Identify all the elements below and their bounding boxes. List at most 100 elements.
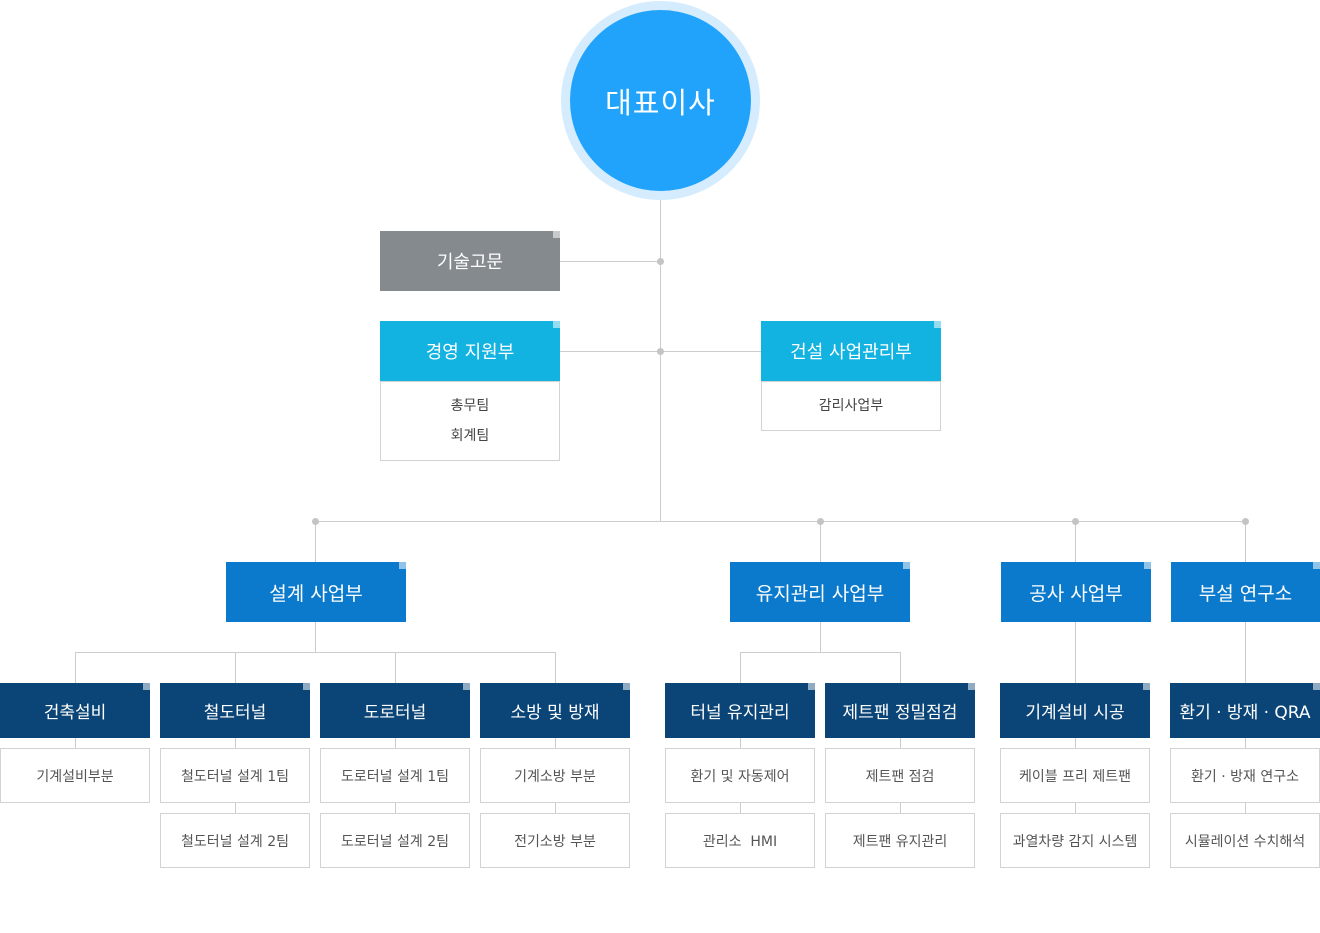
division-drop xyxy=(1245,521,1246,562)
team-item-label: 도로터널 설계 1팀 xyxy=(341,768,449,785)
item-line xyxy=(740,738,741,868)
team-item-label: 기계소방 부분 xyxy=(514,768,596,785)
branch-line xyxy=(820,622,821,652)
team-item: 케이블 프리 제트팬 xyxy=(1000,748,1150,803)
team-item: 도로터널 설계 2팀 xyxy=(320,813,470,868)
item-line xyxy=(900,738,901,868)
team-label: 도로터널 xyxy=(363,703,427,723)
branch-line xyxy=(1075,622,1076,683)
team-item: 제트팬 점검 xyxy=(825,748,975,803)
trunk-line xyxy=(660,190,661,522)
item-line xyxy=(1245,738,1246,868)
mgmt-item: 총무팀 xyxy=(450,398,490,414)
construction-items: 감리사업부 xyxy=(761,381,941,431)
division-bus xyxy=(315,521,1246,522)
mgmt-connector xyxy=(560,351,660,352)
division-label: 부설 연구소 xyxy=(1198,582,1293,605)
advisor-node: 기술고문 xyxy=(380,231,560,291)
item-line xyxy=(555,738,556,868)
team-item: 기계소방 부분 xyxy=(480,748,630,803)
team-node: 제트팬 정밀점검 xyxy=(825,683,975,738)
item-line xyxy=(235,738,236,868)
division-works: 공사 사업부 xyxy=(1001,562,1151,622)
team-node: 기계설비 시공 xyxy=(1000,683,1150,738)
ceo-label: 대표이사 xyxy=(605,85,716,120)
division-maintenance: 유지관리 사업부 xyxy=(730,562,910,622)
team-label: 터널 유지관리 xyxy=(690,703,790,723)
ceo-node: 대표이사 xyxy=(570,10,751,191)
team-drop xyxy=(740,652,741,683)
team-node: 터널 유지관리 xyxy=(665,683,815,738)
junction-dot xyxy=(312,518,319,525)
team-node: 철도터널 xyxy=(160,683,310,738)
team-item: 환기 및 자동제어 xyxy=(665,748,815,803)
team-node: 소방 및 방재 xyxy=(480,683,630,738)
mgmt-item: 회계팀 xyxy=(450,428,490,444)
team-item: 기계설비부분 xyxy=(0,748,150,803)
item-line xyxy=(1075,738,1076,868)
team-item-label: 제트팬 유지관리 xyxy=(852,833,948,850)
team-item: 도로터널 설계 1팀 xyxy=(320,748,470,803)
construction-item: 감리사업부 xyxy=(818,398,884,414)
construction-label: 건설 사업관리부 xyxy=(790,342,912,363)
team-item: 전기소방 부분 xyxy=(480,813,630,868)
construction-connector xyxy=(660,351,761,352)
branch-line xyxy=(1245,622,1246,683)
division-drop xyxy=(315,521,316,562)
team-item: 환기 · 방재 연구소 xyxy=(1170,748,1320,803)
junction-dot xyxy=(1242,518,1249,525)
branch-line xyxy=(315,622,316,652)
team-drop xyxy=(235,652,236,683)
mgmt-items: 총무팀 회계팀 xyxy=(380,381,560,461)
team-item-label: 전기소방 부분 xyxy=(514,833,596,850)
construction-node: 건설 사업관리부 xyxy=(761,321,941,381)
team-item-label: 환기 및 자동제어 xyxy=(690,768,790,785)
team-label: 기계설비 시공 xyxy=(1025,703,1125,723)
team-drop xyxy=(555,652,556,683)
team-item-label: 환기 · 방재 연구소 xyxy=(1191,768,1299,785)
team-item: 과열차량 감지 시스템 xyxy=(1000,813,1150,868)
team-item-label: 관리소 HMI xyxy=(702,833,778,850)
team-label: 소방 및 방재 xyxy=(510,703,600,723)
team-bus xyxy=(740,652,901,653)
team-item-label: 기계설비부분 xyxy=(36,768,114,785)
team-drop xyxy=(395,652,396,683)
junction-dot xyxy=(657,348,664,355)
team-item: 관리소 HMI xyxy=(665,813,815,868)
division-label: 설계 사업부 xyxy=(269,582,363,605)
advisor-connector xyxy=(560,261,660,262)
team-node: 건축설비 xyxy=(0,683,150,738)
team-item: 시뮬레이션 수치해석 xyxy=(1170,813,1320,868)
item-line xyxy=(395,738,396,868)
advisor-label: 기술고문 xyxy=(436,252,504,273)
division-lab: 부설 연구소 xyxy=(1171,562,1320,622)
team-item-label: 철도터널 설계 2팀 xyxy=(181,833,289,850)
team-drop xyxy=(900,652,901,683)
team-item: 철도터널 설계 2팀 xyxy=(160,813,310,868)
team-item-label: 도로터널 설계 2팀 xyxy=(341,833,449,850)
team-label: 환기 · 방재 · QRA xyxy=(1179,703,1311,723)
mgmt-label: 경영 지원부 xyxy=(425,342,515,363)
team-bus xyxy=(75,652,556,653)
team-label: 건축설비 xyxy=(43,703,107,723)
division-drop xyxy=(820,521,821,562)
team-drop xyxy=(75,652,76,683)
division-label: 유지관리 사업부 xyxy=(755,582,885,605)
division-label: 공사 사업부 xyxy=(1029,582,1123,605)
junction-dot xyxy=(1072,518,1079,525)
junction-dot xyxy=(657,258,664,265)
team-item-label: 제트팬 점검 xyxy=(865,768,935,785)
team-item: 철도터널 설계 1팀 xyxy=(160,748,310,803)
team-item-label: 과열차량 감지 시스템 xyxy=(1012,833,1138,850)
team-item: 제트팬 유지관리 xyxy=(825,813,975,868)
team-item-label: 시뮬레이션 수치해석 xyxy=(1184,833,1306,850)
division-drop xyxy=(1075,521,1076,562)
team-label: 제트팬 정밀점검 xyxy=(842,703,958,723)
team-node: 도로터널 xyxy=(320,683,470,738)
team-node: 환기 · 방재 · QRA xyxy=(1170,683,1320,738)
team-label: 철도터널 xyxy=(203,703,267,723)
team-item-label: 철도터널 설계 1팀 xyxy=(181,768,289,785)
junction-dot xyxy=(817,518,824,525)
mgmt-node: 경영 지원부 xyxy=(380,321,560,381)
division-design: 설계 사업부 xyxy=(226,562,406,622)
